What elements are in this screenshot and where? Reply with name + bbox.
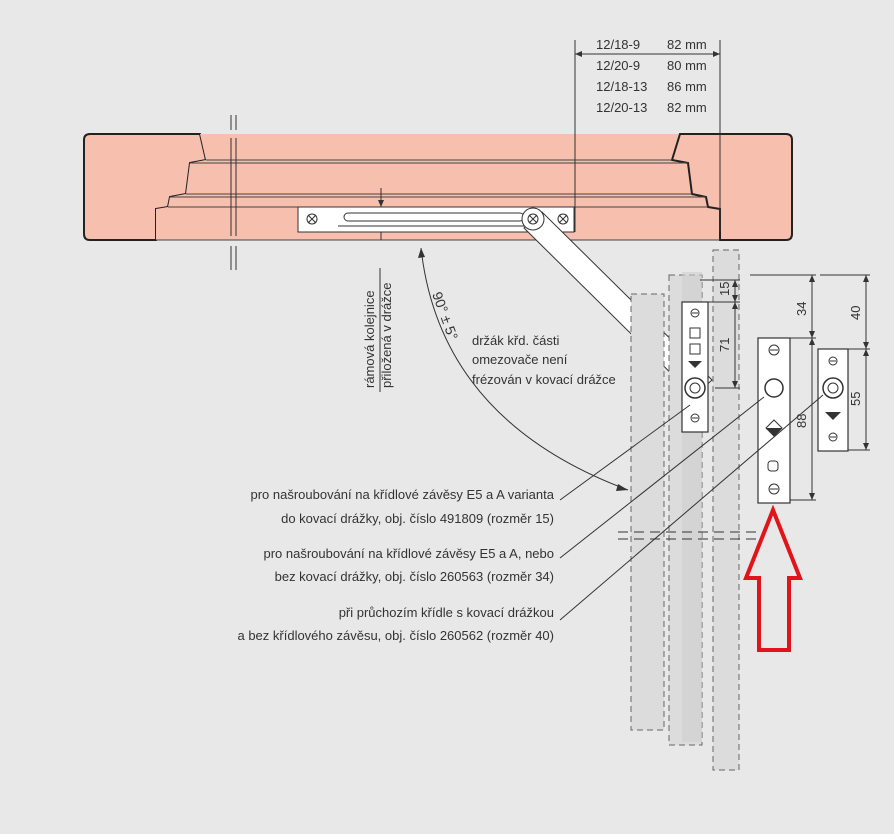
callout-1-line1: pro našroubování na křídlové závěsy E5 a…	[250, 487, 554, 502]
rail-label-line2: přiložená v drážce	[379, 283, 394, 389]
screw-icon	[557, 213, 569, 225]
callout-3-line1: při průchozím křídle s kovací drážkou	[339, 605, 554, 620]
dim-value-2: 80 mm	[667, 58, 707, 73]
bracket-260562	[817, 348, 849, 452]
callout-leaders	[559, 394, 824, 621]
callout-3-line2: a bez křídlového závěsu, obj. číslo 2605…	[237, 628, 554, 643]
dim-value-3: 86 mm	[667, 79, 707, 94]
dim-variant-4: 12/20-13	[596, 100, 647, 115]
dimension-ticks	[732, 275, 869, 500]
bracket-note-line1: držák křd. části	[472, 333, 560, 348]
frame-step-lines	[156, 159, 720, 241]
callouts: pro našroubování na křídlové závěsy E5 a…	[237, 487, 554, 643]
red-up-arrow	[743, 504, 803, 652]
angle-label: 90° ± 5°	[429, 290, 461, 342]
screw-icon	[306, 213, 318, 225]
dim-34: 34	[794, 302, 809, 316]
dim-15: 15	[717, 282, 732, 296]
dim-40: 40	[848, 306, 863, 320]
screw-icon	[690, 413, 700, 423]
frame-break-lines	[230, 115, 237, 270]
screw-icon	[828, 356, 838, 366]
bracket-note: držák křd. části omezovače není frézován…	[472, 333, 616, 387]
dim-value-1: 82 mm	[667, 37, 707, 52]
rail-label-line1: rámová kolejnice	[362, 290, 377, 388]
dim-value-4: 82 mm	[667, 100, 707, 115]
screw-icon	[690, 308, 700, 318]
bracket-note-line3: frézován v kovací drážce	[472, 372, 616, 387]
sash-break-lines	[618, 531, 762, 540]
dim-55: 55	[848, 392, 863, 406]
callout-1-line2: do kovací drážky, obj. číslo 491809 (roz…	[281, 511, 554, 526]
screw-icon	[828, 432, 838, 442]
dimension-table: 12/18-9 82 mm 12/20-9 80 mm 12/18-13 86 …	[574, 37, 721, 232]
dim-variant-1: 12/18-9	[596, 37, 640, 52]
screw-icon	[768, 344, 780, 356]
dim-88: 88	[794, 414, 809, 428]
screw-icon	[768, 483, 780, 495]
bracket-260563	[757, 337, 791, 504]
callout-2-line1: pro našroubování na křídlové závěsy E5 a…	[263, 546, 554, 561]
bracket-note-line2: omezovače není	[472, 352, 568, 367]
rail-label: rámová kolejnice přiložená v drážce	[362, 283, 394, 389]
dim-71: 71	[717, 338, 732, 352]
bracket-491809	[681, 301, 709, 433]
callout-2-line2: bez kovací drážky, obj. číslo 260563 (ro…	[275, 569, 554, 584]
dim-variant-3: 12/18-13	[596, 79, 647, 94]
dim-variant-2: 12/20-9	[596, 58, 640, 73]
